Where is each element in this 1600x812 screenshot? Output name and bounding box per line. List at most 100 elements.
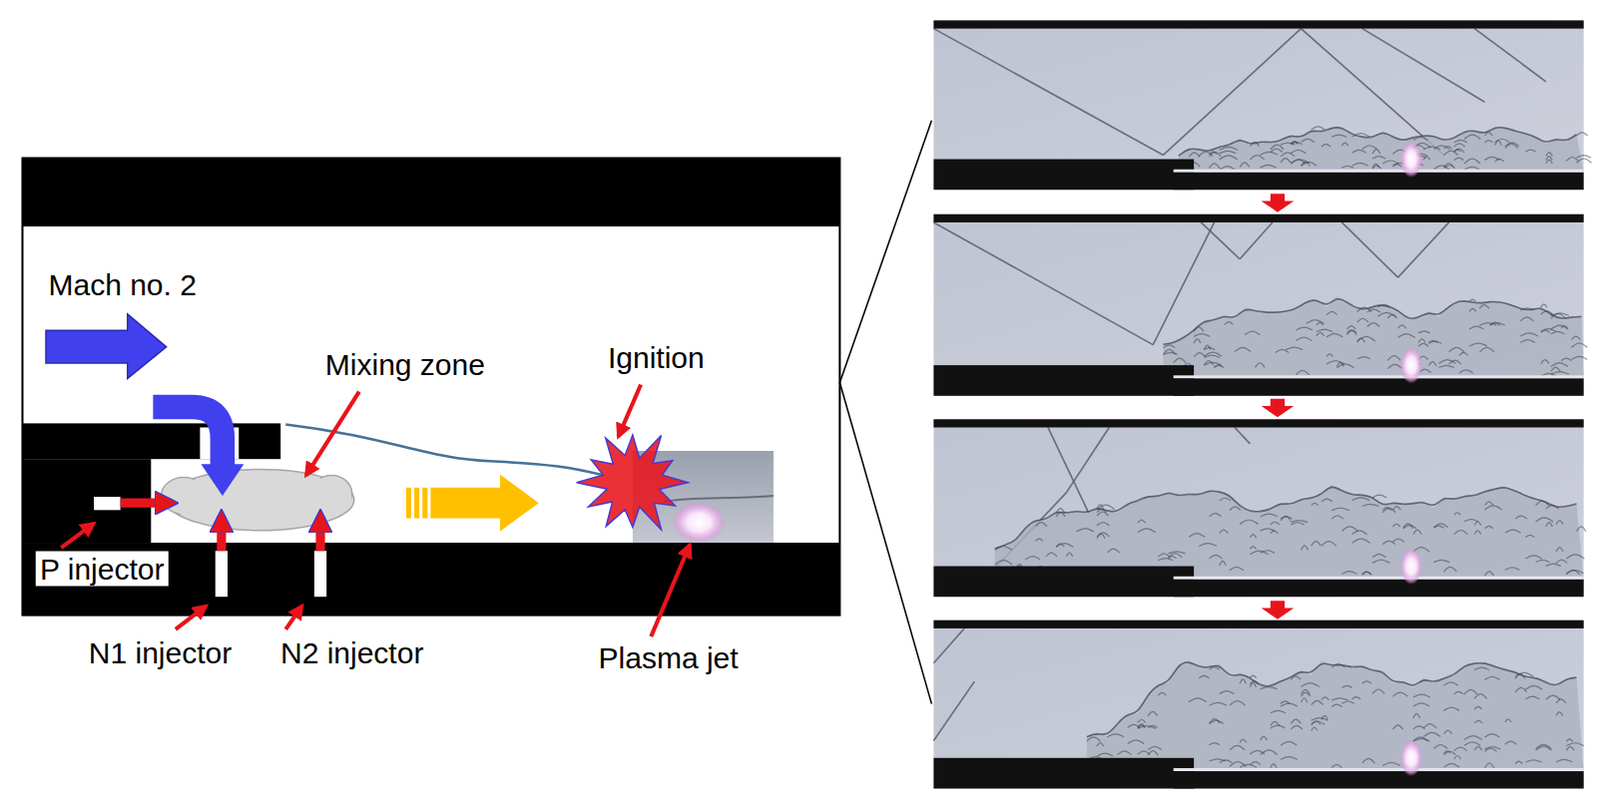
eddy-stroke <box>1244 331 1260 335</box>
down-arrow <box>1261 193 1295 212</box>
eddy-stroke <box>1357 307 1372 312</box>
plate-edge <box>1173 375 1585 379</box>
eddy-stroke <box>1433 526 1444 529</box>
eddy-stroke <box>1280 757 1298 761</box>
eddy-stroke <box>1541 330 1551 333</box>
eddy-stroke <box>1495 138 1510 142</box>
eddy-stroke <box>1219 155 1238 160</box>
shock-line <box>933 681 975 741</box>
eddy-stroke <box>1249 750 1265 755</box>
eddy-stroke <box>1556 712 1564 717</box>
eddy-stroke <box>1137 726 1156 730</box>
eddy-stroke <box>1219 691 1235 695</box>
eddy-stroke <box>1239 679 1246 685</box>
eddy-stroke <box>1418 331 1431 334</box>
schlieren-frame <box>933 19 1592 190</box>
leader-arrow <box>60 524 94 549</box>
eddy-stroke <box>1147 746 1162 750</box>
plasma-glow <box>1400 739 1423 777</box>
eddy-stroke <box>1208 759 1226 762</box>
eddy-stroke <box>1300 138 1314 143</box>
eddy-stroke <box>1464 134 1481 139</box>
ignition-burst <box>576 435 688 531</box>
turbulent-layer <box>1086 660 1585 772</box>
eddy-stroke <box>1331 663 1345 668</box>
eddy-stroke <box>1168 556 1177 559</box>
leader-arrow <box>175 605 207 630</box>
eddy-stroke <box>1551 367 1561 372</box>
plate-edge <box>1173 169 1585 173</box>
frame-background <box>933 19 1584 190</box>
eddy-stroke <box>1520 333 1539 337</box>
turbulent-layer <box>995 485 1585 580</box>
eddy-stroke <box>1076 529 1094 533</box>
eddy-stroke <box>1193 339 1201 344</box>
jet-trace <box>663 496 774 503</box>
eddy-stroke <box>1137 751 1150 755</box>
eddy-stroke <box>1295 370 1309 375</box>
eddy-stroke <box>1520 308 1534 311</box>
eddy-stroke <box>1566 746 1575 751</box>
eddy-stroke <box>1362 758 1376 764</box>
eddy-stroke <box>1260 151 1278 155</box>
eddy-stroke <box>1551 363 1569 368</box>
eddy-stroke <box>1270 764 1277 769</box>
eddy-stroke <box>1046 552 1058 557</box>
eddy-stroke <box>1239 764 1257 768</box>
eddy-stroke <box>1352 498 1370 502</box>
eddy-stroke <box>1316 329 1333 332</box>
eddy-stroke <box>1229 745 1245 750</box>
eddy-stroke <box>1536 518 1554 523</box>
zoom-line <box>839 382 932 704</box>
eddy-stroke <box>1454 691 1464 694</box>
frame-top-wall <box>933 620 1584 629</box>
eddy-stroke <box>1346 330 1357 335</box>
eddy-stroke <box>1392 725 1403 730</box>
eddy-stroke <box>1474 667 1490 671</box>
eddy-stroke <box>1444 682 1459 686</box>
eddy-stroke <box>1362 145 1378 150</box>
eddy-stroke <box>1469 343 1488 347</box>
mixing-cloud <box>161 469 355 531</box>
eddy-stroke <box>1484 132 1493 136</box>
eddy-stroke <box>1331 516 1344 520</box>
eddy-stroke <box>1326 354 1333 358</box>
eddy-stroke <box>1536 746 1553 751</box>
eddy-stroke <box>1474 720 1483 723</box>
eddy-stroke <box>1571 356 1588 360</box>
eddy-stroke <box>1474 694 1487 700</box>
eddy-stroke <box>995 560 1013 565</box>
shock-line <box>933 28 1163 156</box>
shock-line <box>1048 427 1089 514</box>
shock-line <box>1234 427 1250 444</box>
eddy-stroke <box>1173 358 1186 363</box>
eddy-stroke <box>1290 523 1305 526</box>
eddy-stroke <box>1428 341 1442 344</box>
eddy-stroke <box>1556 521 1564 525</box>
eddy-stroke <box>1193 334 1210 338</box>
eddy-stroke <box>1566 157 1579 162</box>
eddy-stroke <box>1444 730 1453 734</box>
turbulent-layer <box>1162 296 1584 379</box>
eddy-stroke <box>1454 747 1468 751</box>
eddy-stroke <box>1372 156 1386 159</box>
eddy-stroke <box>1341 165 1353 168</box>
eddy-stroke <box>1551 331 1566 335</box>
eddy-stroke <box>1193 327 1204 332</box>
eddy-stroke <box>1556 759 1573 763</box>
eddy-stroke <box>1341 685 1352 688</box>
eddy-stroke <box>1444 751 1452 754</box>
part-label: N1 injector <box>84 635 236 671</box>
eddy-stroke <box>1474 531 1481 535</box>
eddy-stroke <box>1260 529 1275 532</box>
eddy-stroke <box>1515 672 1534 677</box>
eddy-stroke <box>1300 692 1310 697</box>
schlieren-frame <box>933 214 1588 397</box>
eddy-stroke <box>1571 343 1588 348</box>
eddy-stroke <box>1321 499 1333 503</box>
eddy-stroke <box>1556 559 1568 563</box>
eddy-stroke <box>1331 698 1349 701</box>
top-wall <box>21 158 840 228</box>
eddy-stroke <box>1311 727 1318 731</box>
